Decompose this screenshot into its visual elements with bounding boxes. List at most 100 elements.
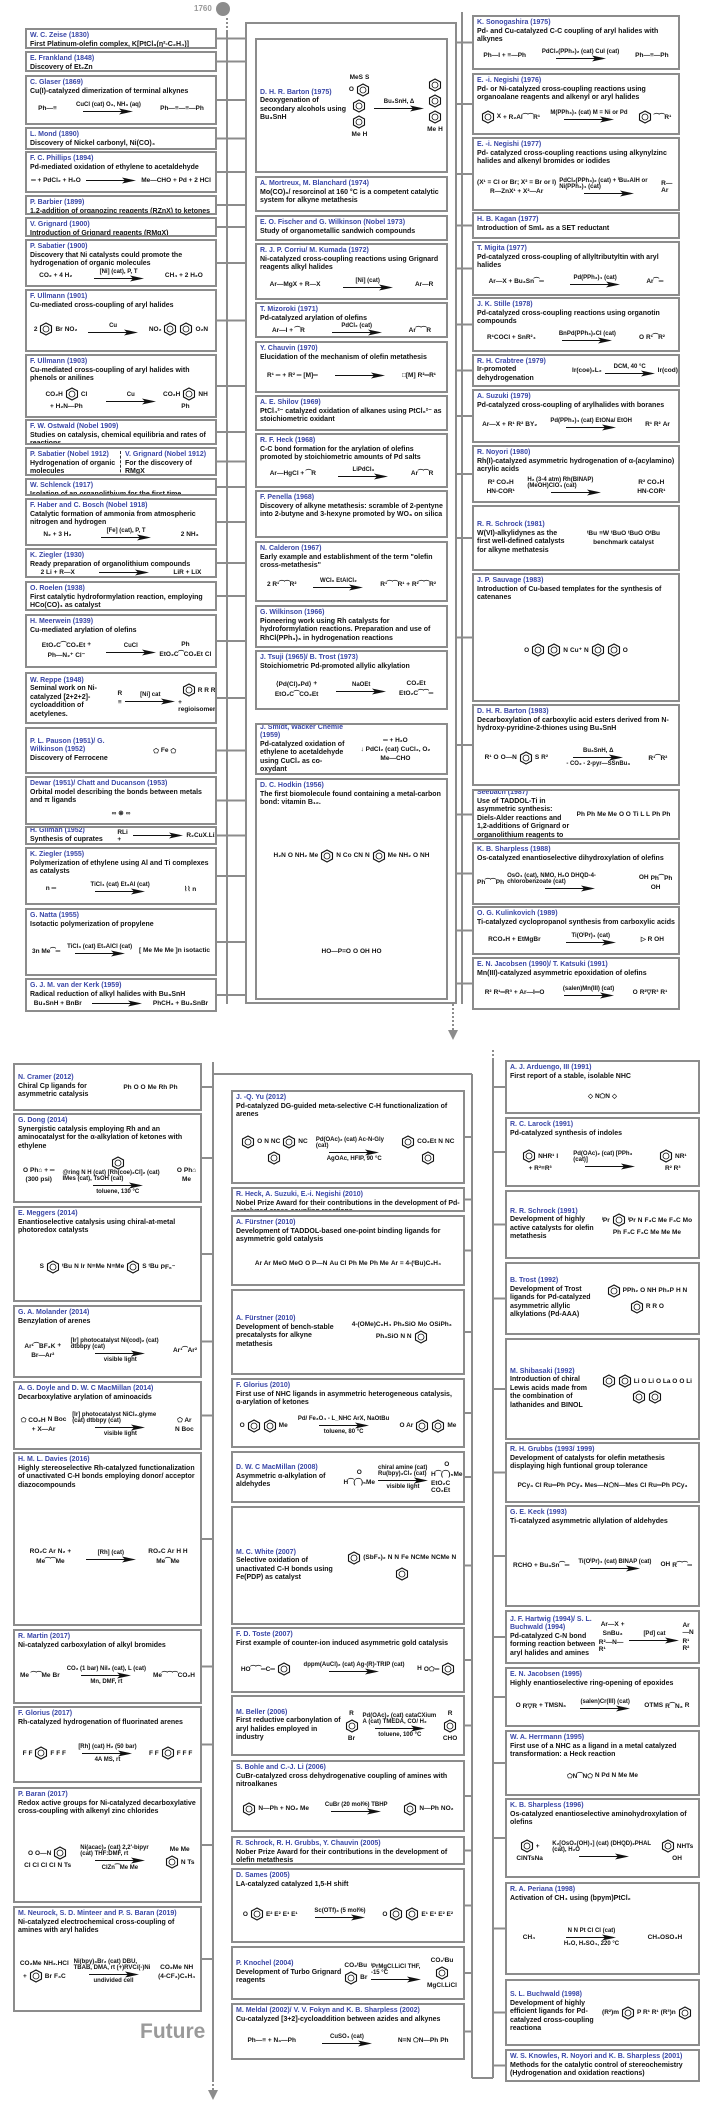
timeline-card: G. Dong (2014)Synergistic catalysis empl… — [13, 1113, 202, 1203]
reaction-arrow-icon — [563, 116, 614, 123]
reaction-arrow-icon — [563, 992, 614, 998]
products: ⁀⁀R¹ — [638, 110, 671, 124]
card-title: M. C. White (2007) — [236, 1548, 296, 1556]
structure-label: F₃C Me — [644, 1216, 667, 1224]
structure-label: Mo — [417, 1320, 428, 1328]
reaction-scheme: 3n Me⁀═TiCl₃ (cat) Et₂AlCl (cat)[ Me Me … — [30, 929, 212, 972]
structure-label: ᵗBu — [587, 530, 598, 537]
products: Me⁀⁀⁀CO₂H — [153, 1671, 195, 1679]
card-description: Development of TADDOL-based one-point bi… — [236, 1227, 441, 1244]
product-label: H — [438, 126, 443, 133]
product-label: RO₂C Ar — [148, 1547, 175, 1555]
card-text: R. Heck, A. Suzuki, E.-i. Negishi (2010)… — [236, 1191, 460, 1212]
card-description: Discovery that Ni catalysts could promot… — [30, 251, 183, 268]
product-label: CO₂Et — [406, 680, 426, 687]
timeline-card: A. J. Arduengo, III (1991)First report o… — [505, 1060, 700, 1114]
arrow-conditions-above: [Ni] (cat), P, T — [99, 269, 138, 276]
product-label: Me—CHO + Pd + 2 HCl — [141, 177, 211, 184]
reactant-label: O—N — [35, 1849, 52, 1857]
reaction-arrow-icon — [88, 1971, 139, 1978]
reactant-label: MeS — [349, 73, 363, 81]
products: Ar⁀⁀R — [409, 326, 431, 334]
product-label: NH — [183, 1963, 194, 1971]
timeline-card: S. Bohle and C.-J. Li (2006)CuBr-catalyz… — [231, 1760, 465, 1832]
card-text: M. Shibasaki (1992)Introduction of chira… — [510, 1368, 599, 1411]
product-label: R₂CuX.LiX — [186, 832, 217, 839]
structure-label: (SbF₆)₂ — [363, 1554, 386, 1561]
reactant-label: + — [313, 680, 318, 687]
reaction-arrow: Cu — [105, 392, 156, 405]
benzene-ring-icon — [345, 1970, 358, 1985]
structure-label: ᵗBu — [62, 1263, 73, 1271]
benzene-ring-icon — [395, 1566, 408, 1581]
product-label: Ar⁀⁀R — [408, 326, 432, 334]
product-label: Me — [427, 126, 437, 133]
arrow-conditions-above: Bu₃SnH, Δ — [383, 99, 415, 105]
card-title: K. Sonogashira (1975) — [477, 19, 551, 26]
reactant-label: Br — [360, 1974, 368, 1981]
card-text: D. H. R. Barton (1975)Deoxygenation of s… — [260, 89, 348, 123]
card-description: The first biomolecule found containing a… — [260, 790, 441, 807]
arrow-conditions-above: CuBr (20 mol%) TBHP — [324, 1802, 388, 1809]
card-text: O. Roelen (1938)First catalytic hydrofor… — [30, 585, 212, 609]
reactant-label: N Ts — [57, 1862, 72, 1870]
arrow-conditions-above: Ni(acac)₂ (cat) 2,2'-bipyr (cat) THF:DMF… — [80, 1844, 149, 1857]
card-title: Y. Chauvin (1970) — [260, 345, 318, 352]
reactant-label: Cl — [80, 390, 88, 398]
reaction-arrow — [133, 832, 184, 839]
card-description: Elucidation of the mechanism of olefin m… — [260, 353, 427, 361]
structure-label: Ph Ph — [576, 811, 596, 818]
timeline-card: K. Narasaka (1986)/ D. Seebach (1987)Use… — [472, 789, 680, 840]
reactant-label: Ar—HgCl + ⁀R — [269, 470, 316, 478]
product-label: CO₂ᵗBu — [430, 1957, 454, 1964]
reaction-arrow: CuBr (20 mol%) TBHP — [325, 1802, 388, 1815]
product-label: N — [438, 1138, 443, 1146]
reaction-arrow-icon — [338, 473, 389, 480]
reactant-label: R — [117, 690, 123, 697]
card-text: W. A. Herrmann (1995)First use of a NHC … — [510, 1734, 695, 1760]
timeline-card: W. Reppe (1948)Seminal work on Ni-cataly… — [25, 672, 217, 724]
card-text: J. P. Sauvage (1983)Introduction of Cu-b… — [477, 577, 675, 603]
reaction-arrow-icon — [545, 885, 596, 891]
reaction-arrow-icon — [92, 1182, 143, 1188]
reaction-arrow-icon — [81, 1672, 132, 1678]
structure-label: N⬠N — [594, 1092, 611, 1100]
card-text: R. A. Periana (1998)Activation of CH₄ us… — [510, 1886, 695, 1903]
reaction-arrow: Pd(OAc)₂ (cat) Ac-N-Gly (cat)AgOAc, HFIP… — [316, 1137, 393, 1162]
arrow-conditions-above: Ni(bpy)₃Br₂ (cat) DBU, TBAB, DMA, rt (+)… — [73, 1959, 151, 1972]
card-description: First reductive carbonylation of aryl ha… — [236, 1717, 341, 1741]
card-title: F. Glorius (2010) — [236, 1382, 291, 1389]
card-text: F. Glorius (2010)First use of NHC ligand… — [236, 1382, 460, 1408]
reactant-label: ClNTsNa — [516, 1855, 543, 1863]
arrow-down-icon — [448, 1030, 458, 1040]
reactant-label: 2 Li + R—X — [40, 569, 75, 576]
reactant-label: R¹ ═ — [267, 372, 281, 379]
card-text: P. Barbier (1899)1,2-addition of organoz… — [30, 199, 212, 213]
structure-label: O — [622, 646, 628, 654]
card-title: W. C. Zeise (1830) — [30, 32, 90, 39]
card-title: E. N. Jacobsen (1995) — [510, 1671, 582, 1678]
structure-label: Ph — [123, 1083, 132, 1091]
card-title: V. Grignard (Nobel 1912) — [125, 451, 207, 458]
reactant-label: O — [239, 1422, 245, 1430]
reaction-arrow-icon — [579, 1853, 630, 1860]
product-label: OH — [638, 874, 649, 881]
card-description: Introduction of Cu-based templates for t… — [477, 585, 662, 602]
card-title: A. G. Doyle and D. W. C MacMillan (2014) — [18, 1385, 154, 1392]
benzene-ring-icon — [263, 1419, 276, 1433]
structure-label: N — [451, 1554, 457, 1561]
reactants: Ir(coe)₂L₂ — [572, 367, 602, 374]
card-description: Nobel Prize Award for their contribution… — [236, 1199, 460, 1212]
reaction-arrow: Ti(OⁱPr)₄ (cat) BINAP (cat) — [578, 1558, 651, 1572]
reaction-arrow: Bu₃SnH, Δ — [374, 99, 425, 112]
